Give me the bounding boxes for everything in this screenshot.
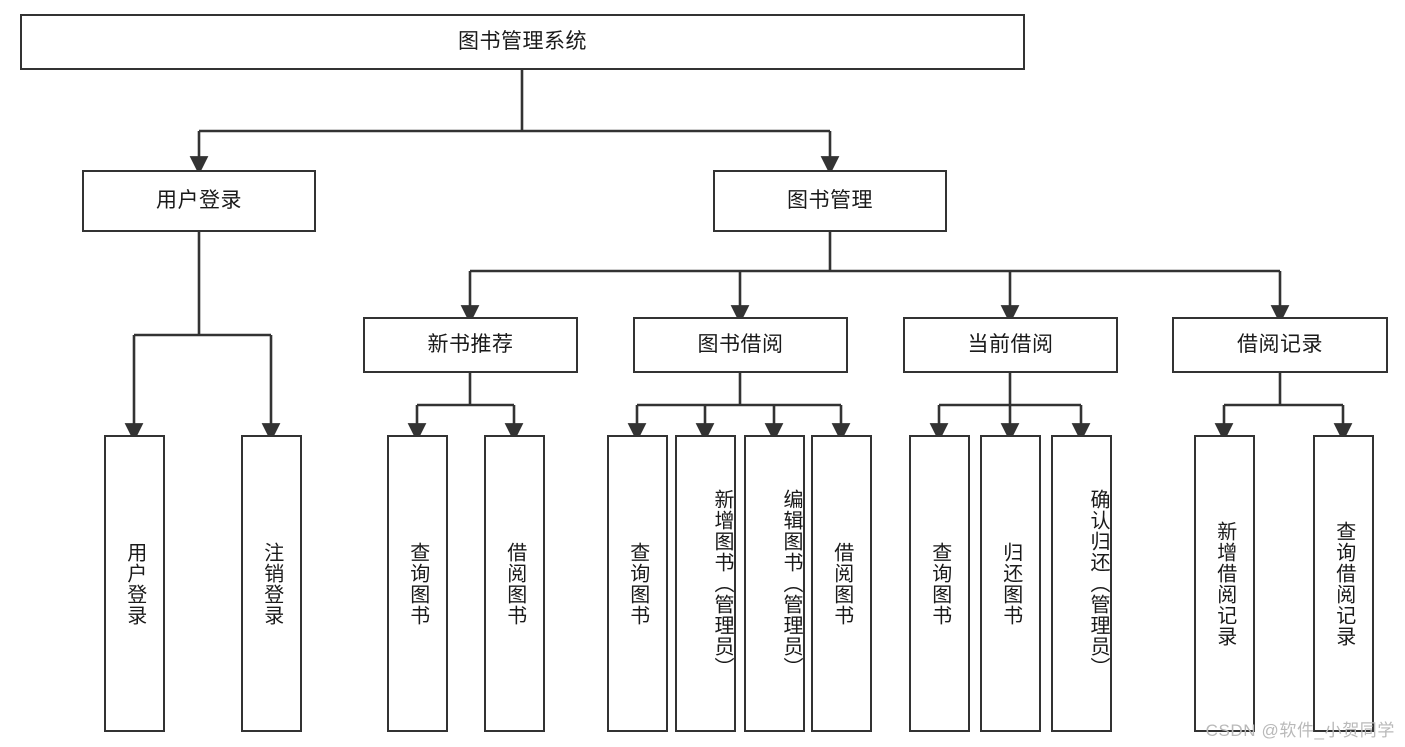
node-leaf-confirm-return-admin[interactable]: 确认归还（管理员） <box>1051 435 1112 732</box>
node-leaf-query-book-borrow[interactable]: 查询图书 <box>607 435 668 732</box>
node-leaf-query-book-current-label: 查询图书 <box>928 541 951 626</box>
node-leaf-query-borrow-record-label: 查询借阅记录 <box>1332 520 1355 647</box>
node-borrow-record[interactable]: 借阅记录 <box>1172 317 1388 373</box>
node-user-login[interactable]: 用户登录 <box>82 170 316 232</box>
node-book-borrow-label: 图书借阅 <box>697 332 784 356</box>
node-leaf-add-borrow-record-label: 新增借阅记录 <box>1213 520 1236 647</box>
node-leaf-query-book-newbook-label: 查询图书 <box>406 541 429 626</box>
node-current-borrow-label: 当前借阅 <box>967 332 1054 356</box>
node-leaf-borrow-book-borrow-label: 借阅图书 <box>830 541 853 626</box>
node-leaf-query-book-current[interactable]: 查询图书 <box>909 435 970 732</box>
node-leaf-add-borrow-record[interactable]: 新增借阅记录 <box>1194 435 1255 732</box>
node-leaf-logout[interactable]: 注销登录 <box>241 435 302 732</box>
node-borrow-record-label: 借阅记录 <box>1237 332 1323 356</box>
node-leaf-query-book-newbook[interactable]: 查询图书 <box>387 435 448 732</box>
node-leaf-add-book-admin-label: 新增图书（管理员） <box>711 489 733 678</box>
node-new-book-recommend-label: 新书推荐 <box>427 332 514 356</box>
node-leaf-add-book-admin[interactable]: 新增图书（管理员） <box>675 435 736 732</box>
node-book-management[interactable]: 图书管理 <box>713 170 947 232</box>
node-leaf-user-login-label: 用户登录 <box>123 541 146 626</box>
node-leaf-borrow-book-newbook[interactable]: 借阅图书 <box>484 435 545 732</box>
node-current-borrow[interactable]: 当前借阅 <box>903 317 1118 373</box>
node-user-login-label: 用户登录 <box>156 188 242 212</box>
node-book-borrow[interactable]: 图书借阅 <box>633 317 848 373</box>
node-leaf-query-borrow-record[interactable]: 查询借阅记录 <box>1313 435 1374 732</box>
node-leaf-edit-book-admin-label: 编辑图书（管理员） <box>780 489 802 678</box>
node-root-system[interactable]: 图书管理系统 <box>20 14 1025 70</box>
node-leaf-borrow-book-borrow[interactable]: 借阅图书 <box>811 435 872 732</box>
node-leaf-logout-label: 注销登录 <box>260 541 283 626</box>
node-leaf-return-book[interactable]: 归还图书 <box>980 435 1041 732</box>
node-root-system-label: 图书管理系统 <box>458 29 587 53</box>
node-leaf-confirm-return-admin-label: 确认归还（管理员） <box>1087 489 1109 678</box>
csdn-watermark: CSDN @软件_小贺同学 <box>1205 721 1395 740</box>
node-book-management-label: 图书管理 <box>787 188 873 212</box>
node-leaf-borrow-book-newbook-label: 借阅图书 <box>503 541 526 626</box>
node-leaf-query-book-borrow-label: 查询图书 <box>626 541 649 626</box>
node-new-book-recommend[interactable]: 新书推荐 <box>363 317 578 373</box>
node-leaf-user-login[interactable]: 用户登录 <box>104 435 165 732</box>
node-leaf-edit-book-admin[interactable]: 编辑图书（管理员） <box>744 435 805 732</box>
node-leaf-return-book-label: 归还图书 <box>999 541 1022 626</box>
